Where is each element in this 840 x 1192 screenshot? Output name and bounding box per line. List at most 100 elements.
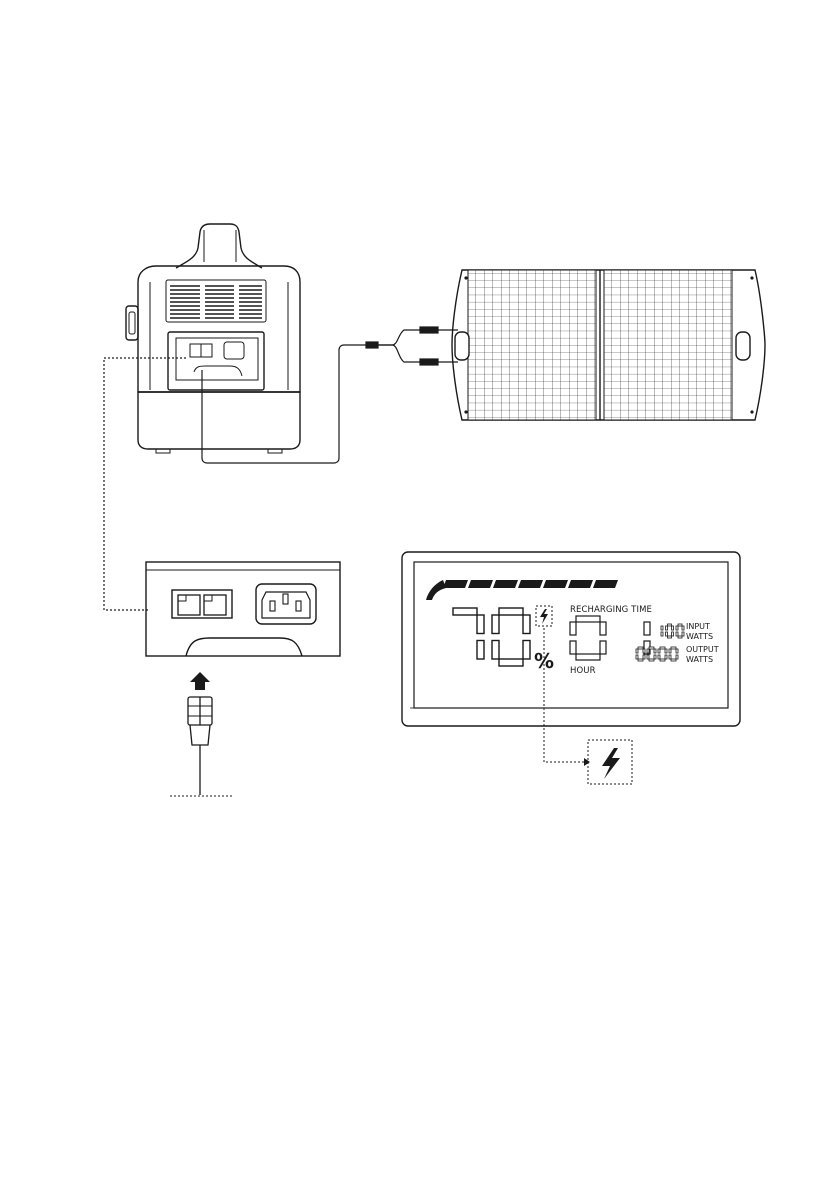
segment-c — [672, 632, 674, 636]
segment-digit — [666, 624, 674, 638]
segment-d — [678, 636, 682, 638]
output-watts-label: WATTS — [686, 655, 713, 664]
segment-digit — [661, 626, 663, 636]
solar-cells-right — [604, 270, 732, 420]
port-panel-small — [168, 332, 264, 390]
segment-f — [492, 615, 499, 634]
segment-c — [643, 655, 645, 659]
segment-a — [668, 624, 672, 626]
segment-a — [453, 608, 477, 615]
segment-e — [658, 655, 660, 659]
solar-cells-left — [468, 270, 596, 420]
segment-digit — [658, 647, 667, 661]
segment-c — [523, 641, 530, 660]
segment-d — [638, 659, 643, 661]
segment-b — [644, 622, 650, 635]
output-label: OUTPUT — [686, 645, 719, 654]
power-station-body — [138, 266, 300, 392]
segment-f — [658, 649, 660, 653]
hours-digits — [570, 616, 650, 660]
arrow-up-icon — [190, 672, 210, 690]
battery-segment — [493, 580, 518, 588]
segment-f — [666, 626, 668, 630]
battery-level-bar — [426, 580, 618, 600]
input-watts-digits — [661, 624, 684, 638]
segment-d — [671, 659, 676, 661]
battery-segment — [468, 580, 493, 588]
segment-e — [676, 632, 678, 636]
segment-a — [649, 647, 654, 649]
anderson-port — [172, 590, 232, 618]
hour-label: HOUR — [570, 666, 596, 676]
lcd-charging-icon — [536, 606, 552, 626]
segment-b — [665, 649, 667, 653]
input-watts-label: WATTS — [686, 632, 713, 641]
recharging-time-label: RECHARGING TIME — [570, 605, 652, 615]
battery-segment — [593, 580, 618, 588]
segment-c — [682, 632, 684, 636]
solar-handle-left — [455, 332, 469, 360]
ac-inlet — [256, 584, 316, 624]
segment-digit — [676, 624, 684, 638]
battery-segment — [568, 580, 593, 588]
segment-f — [647, 649, 649, 653]
segment-d — [576, 654, 600, 660]
port-panel-zoom — [146, 562, 340, 656]
segment-b — [682, 626, 684, 630]
battery-percent-digits — [453, 608, 530, 666]
mc4-connector-bottom — [420, 359, 438, 365]
segment-a — [576, 616, 600, 622]
segment-b — [676, 649, 678, 653]
segment-b — [600, 622, 606, 635]
segment-digit — [570, 616, 606, 660]
segment-e — [666, 632, 668, 636]
segment-b — [523, 615, 530, 634]
battery-segment — [518, 580, 543, 588]
zoom-connector-line — [104, 358, 186, 610]
segment-digit — [492, 608, 530, 666]
segment-b — [661, 626, 663, 630]
segment-a — [660, 647, 665, 649]
segment-b — [477, 615, 484, 634]
segment-c — [600, 641, 606, 654]
battery-segment — [543, 580, 568, 588]
power-station — [126, 224, 300, 453]
segment-f — [636, 649, 638, 653]
vent-slots — [170, 286, 262, 318]
segment-d — [668, 636, 672, 638]
segment-a — [499, 608, 523, 615]
segment-f — [676, 626, 678, 630]
output-watts-digits — [636, 647, 678, 661]
battery-segment — [443, 580, 468, 588]
segment-e — [669, 655, 671, 659]
segment-e — [570, 641, 576, 654]
mc4-connector-top — [420, 327, 438, 333]
segment-e — [636, 655, 638, 659]
segment-digit — [669, 647, 678, 661]
battery-segment-cap — [426, 580, 446, 600]
segment-b — [643, 649, 645, 653]
segment-c — [676, 655, 678, 659]
segment-d — [499, 659, 523, 666]
segment-a — [671, 647, 676, 649]
segment-digit — [453, 608, 484, 659]
segment-b — [672, 626, 674, 630]
segment-d — [660, 659, 665, 661]
segment-a — [678, 624, 682, 626]
segment-a — [638, 647, 643, 649]
ac-inlet-small — [224, 342, 244, 359]
segment-d — [649, 659, 654, 661]
segment-b — [654, 649, 656, 653]
segment-f — [669, 649, 671, 653]
power-station-handle — [176, 224, 262, 268]
side-latch — [126, 306, 138, 340]
input-label: INPUT — [686, 622, 710, 631]
segment-c — [661, 632, 663, 636]
solar-panel — [452, 270, 765, 420]
solar-handle-right — [736, 332, 750, 360]
lightning-bolt-icon — [588, 740, 632, 784]
solar-cable — [202, 327, 458, 463]
segment-c — [654, 655, 656, 659]
segment-e — [647, 655, 649, 659]
